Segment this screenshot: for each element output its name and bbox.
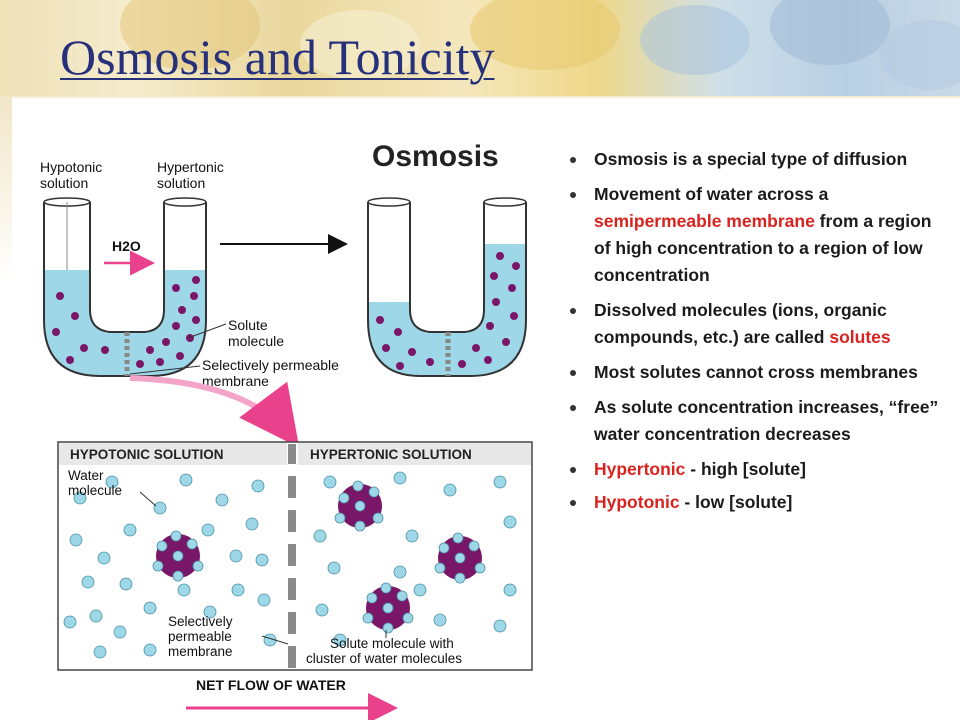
panel-membrane <box>288 444 296 668</box>
title-banner: Osmosis and Tonicity <box>0 0 960 96</box>
bullet-text: Osmosis is a special type of diffusion <box>594 149 908 169</box>
bullet-dot-icon <box>570 370 576 376</box>
solute-cluster-right-3 <box>362 582 414 634</box>
solution-panel: HYPOTONIC SOLUTION HYPERTONIC SOLUTION <box>57 441 533 671</box>
diagram-heading: Osmosis <box>372 140 499 173</box>
hypotonic-header: HYPOTONIC SOLUTION <box>70 447 224 462</box>
highlighted-term: Hypotonic <box>594 492 680 512</box>
cluster-label: Solute molecule with cluster of water mo… <box>306 636 462 666</box>
water-molecule-label: Water molecule <box>68 468 122 498</box>
net-flow-label: NET FLOW OF WATER <box>196 677 346 693</box>
highlighted-term: semipermeable membrane <box>594 211 815 231</box>
water-molecules-left <box>63 473 277 659</box>
bullet-text: Most solutes cannot cross membranes <box>594 362 918 382</box>
zoom-arrow <box>129 375 300 448</box>
bullet-text: - low [solute] <box>679 492 793 512</box>
membrane-label: Selectively permeable membrane <box>202 357 343 389</box>
bullet-item: Most solutes cannot cross membranes <box>566 359 946 386</box>
solute-cluster-left <box>152 530 204 582</box>
osmosis-diagram: Osmosis Hypotonic solution Hypertonic so… <box>40 140 533 720</box>
hypertonic-label: Hypertonic solution <box>157 159 228 191</box>
solute-label: Solute molecule <box>228 317 284 349</box>
solute-cluster-right-2 <box>434 532 486 584</box>
bullet-dot-icon <box>570 192 576 198</box>
bullet-text: Dissolved molecules (ions, organic compo… <box>594 300 887 347</box>
bullet-item: Movement of water across a semipermeable… <box>566 181 946 289</box>
bullet-item: Dissolved molecules (ions, organic compo… <box>566 297 946 351</box>
bullet-text: Movement of water across a <box>594 184 829 204</box>
bullet-item: As solute concentration increases, “free… <box>566 394 946 448</box>
bullet-text: - high [solute] <box>685 459 806 479</box>
solute-cluster-right-1 <box>334 480 384 532</box>
bullet-item: Hypertonic - high [solute] <box>566 456 946 483</box>
bullet-dot-icon <box>570 308 576 314</box>
bullet-dot-icon <box>570 157 576 163</box>
bullet-dot-icon <box>570 500 576 506</box>
bullet-dot-icon <box>570 467 576 473</box>
bullet-text: from a region of high concentration to a… <box>594 211 932 285</box>
hypotonic-label: Hypotonic solution <box>40 159 106 191</box>
bullet-dot-icon <box>570 405 576 411</box>
hypertonic-header: HYPERTONIC SOLUTION <box>310 447 472 462</box>
bullet-text: As solute concentration increases, “free… <box>594 397 939 444</box>
u-tube-after-water <box>368 244 526 376</box>
bullet-item: Hypotonic - low [solute] <box>566 489 946 516</box>
u-tube-before <box>43 197 207 377</box>
left-decor-strip <box>0 96 12 720</box>
page-title: Osmosis and Tonicity <box>60 29 495 85</box>
panel-membrane-label: Selectively permeable membrane <box>168 614 236 659</box>
banner-divider <box>0 96 960 98</box>
highlighted-term: solutes <box>829 327 891 347</box>
water-molecules-right <box>313 471 517 647</box>
bullet-item: Osmosis is a special type of diffusion <box>566 146 946 173</box>
water-label: H2O <box>112 238 141 254</box>
u-tube-after <box>367 197 527 377</box>
highlighted-term: Hypertonic <box>594 459 686 479</box>
